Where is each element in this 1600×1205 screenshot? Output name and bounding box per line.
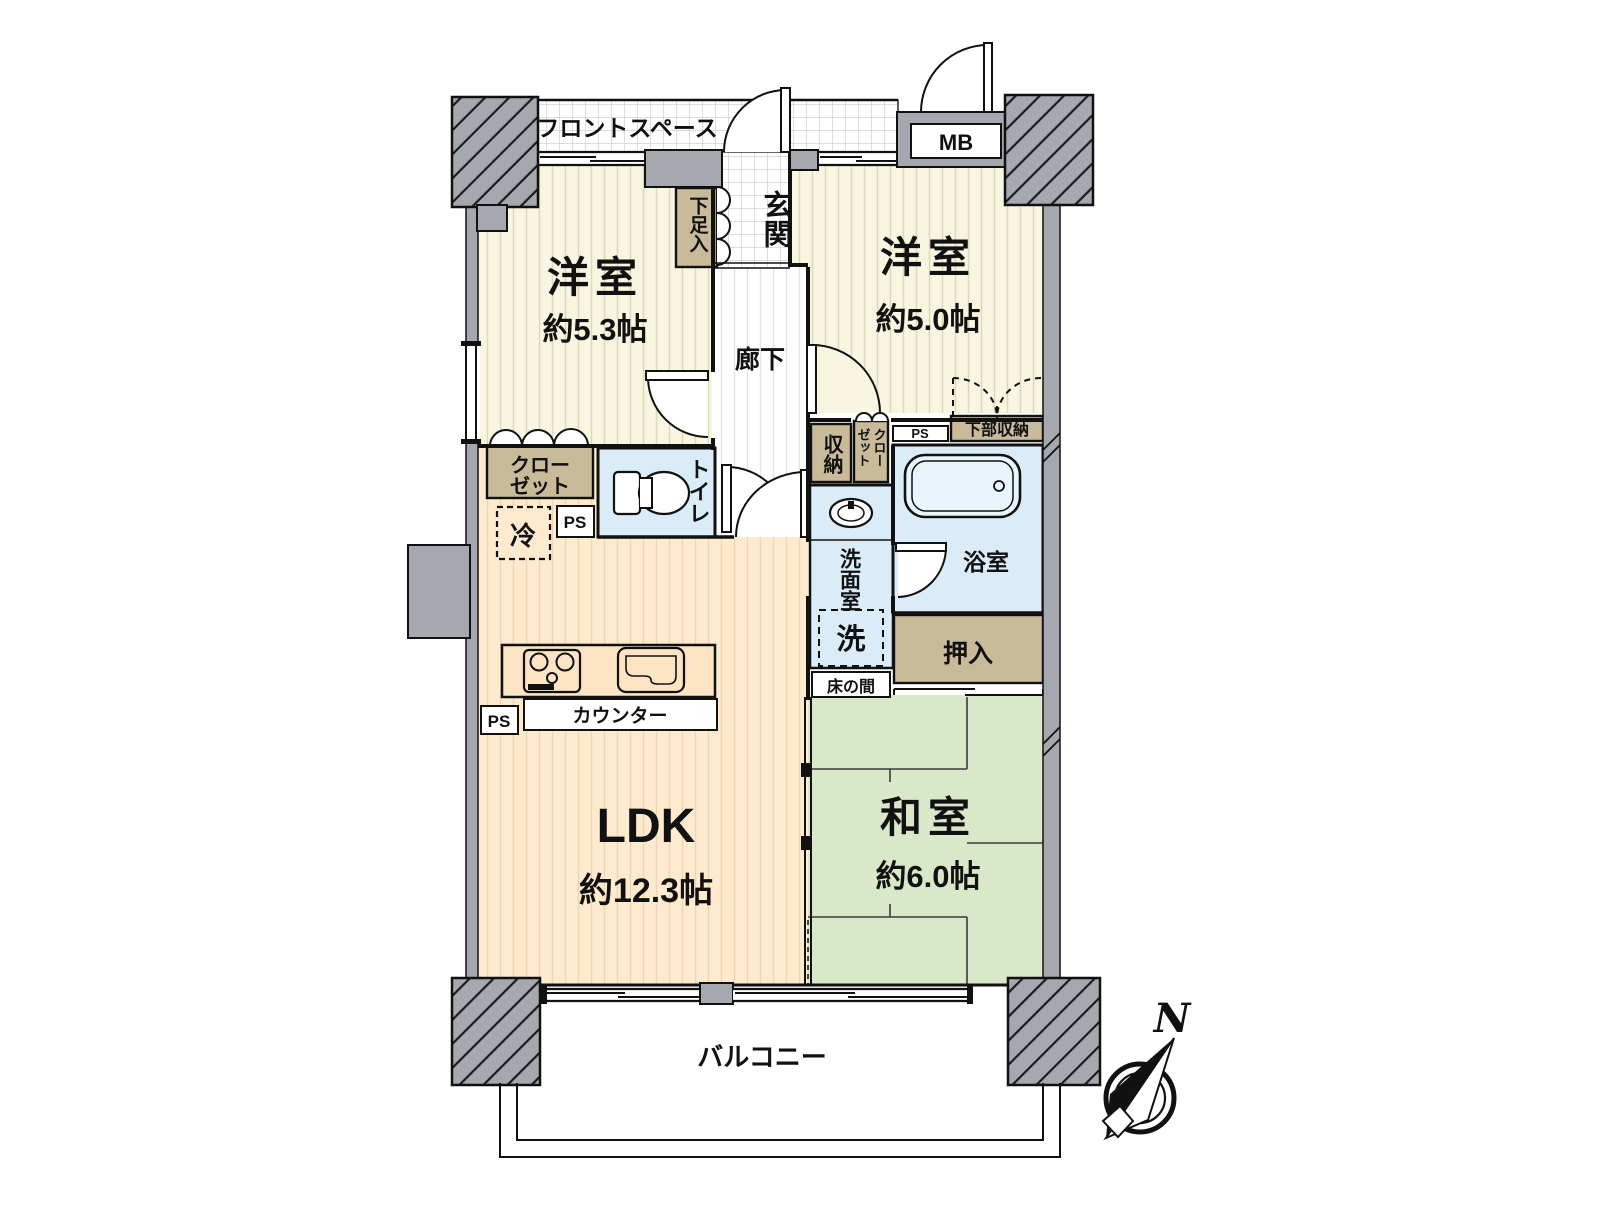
bathtub-icon: [903, 453, 1022, 519]
western-room-1-name: 洋室: [547, 254, 643, 301]
tokonoma-label: 床の間: [827, 677, 875, 696]
right-wall-hatch: [1042, 432, 1061, 757]
closet-left-line2: ゼット: [510, 474, 570, 498]
hall-storage-label: 収納: [820, 434, 843, 474]
front-space: [537, 98, 899, 153]
front-space-label: フロントスペース: [536, 115, 717, 141]
mb-label: MB: [939, 130, 973, 155]
western-room-2-door-blade: [806, 344, 817, 414]
top-wall-stub-left: [644, 149, 723, 188]
oshiire-box: [892, 613, 1045, 685]
washer-box: [818, 609, 884, 667]
pillar-bottom-right: [1006, 976, 1102, 1087]
pillar-top-right: [1003, 93, 1095, 207]
counter-label-box: [523, 698, 718, 731]
hall-storage-box: [809, 422, 853, 484]
ldk-size: 約12.3帖: [579, 872, 713, 910]
closet-left-folding-doors: [489, 428, 589, 447]
tatami-lines: [808, 697, 1043, 985]
western-room-2-size: 約5.0帖: [875, 302, 980, 337]
ps-label-3: PS: [488, 712, 511, 731]
mb-door-blade: [983, 42, 993, 113]
bath-door-blade: [895, 542, 947, 552]
lower-storage-door-swing: [952, 377, 1042, 419]
interior-walls: [478, 152, 1043, 987]
door-swings: [489, 42, 1042, 598]
sliding-partition: [801, 697, 812, 985]
bottom-windows: [541, 982, 973, 1005]
corridor-label: 廊下: [735, 345, 785, 374]
toilet-door-blade: [721, 464, 732, 533]
hall-closet-col-right: クロー: [872, 428, 887, 467]
washer-label: 洗: [836, 623, 865, 656]
meter-box: [896, 111, 1008, 168]
pillar-top-left: [450, 95, 540, 209]
top-wall-stub-right: [789, 149, 819, 171]
entrance-door-blade: [780, 87, 791, 153]
ps-box-2: [892, 425, 949, 442]
western-room-1-door-blade: [645, 370, 709, 381]
japanese-room-size: 約6.0帖: [875, 859, 980, 894]
oshiire-label: 押入: [943, 640, 993, 668]
shoe-cabinet-label: 下足入: [687, 196, 709, 253]
ps-box-3: [480, 705, 519, 735]
right-wall: [1042, 204, 1061, 986]
kitchen-counter: [500, 643, 718, 731]
compass-icon: [1101, 1037, 1177, 1141]
fridge-label: 冷: [510, 521, 536, 551]
closet-left-line1: クロー: [510, 454, 570, 477]
top-windows: [538, 150, 897, 167]
japanese-room-name: 和室: [880, 794, 976, 841]
ps-label-1: PS: [564, 513, 587, 532]
pillar-top-left-stub: [476, 204, 508, 232]
shoe-cabinet-box: [674, 186, 719, 269]
washbasin-icon: [810, 497, 893, 541]
oshiire-sliding-doors: [893, 688, 1044, 696]
western-room-1-size: 約5.3帖: [542, 312, 647, 347]
fridge-box: [495, 505, 552, 561]
ps-box-1: [556, 505, 595, 538]
washroom-label: 洗面室: [838, 548, 862, 611]
western-room-2-name: 洋室: [880, 234, 976, 281]
compass-north-label: N: [1152, 995, 1192, 1042]
hall-closet-doors: [855, 412, 889, 422]
entrance-label: 玄関: [759, 189, 792, 248]
ps-boxes: [480, 425, 949, 735]
balcony-label: バルコニー: [697, 1042, 826, 1072]
pillar-bottom-left: [450, 976, 542, 1087]
tokonoma-box: [811, 671, 891, 698]
left-window: [461, 341, 481, 444]
left-wall-bump: [407, 544, 471, 639]
ldk-name: LDK: [597, 800, 696, 853]
shoe-cabinet-doors: [716, 186, 731, 266]
closet-left-box: [485, 444, 595, 500]
ps-label-2: PS: [911, 426, 929, 441]
exterior-walls: [407, 93, 1102, 1087]
lower-storage-label: 下部収納: [965, 420, 1029, 439]
toilet-icon: [612, 470, 691, 516]
hall-closet-col-left: ゼット: [856, 427, 871, 467]
stove-icon: [522, 648, 582, 694]
western-room-2-floor: [790, 152, 1043, 420]
bathroom-label: 浴室: [963, 549, 1009, 575]
japanese-room-floor: [808, 695, 1043, 985]
labels: フロントスペース MB 玄関 下足入 洋室 約5.3帖 洋室 約5.0帖 廊下 …: [488, 115, 1192, 1072]
counter-label: カウンター: [572, 705, 667, 727]
toilet-label: トイレ: [686, 458, 711, 524]
kitchen-sink-icon: [616, 646, 686, 694]
balcony: [499, 1083, 1061, 1158]
